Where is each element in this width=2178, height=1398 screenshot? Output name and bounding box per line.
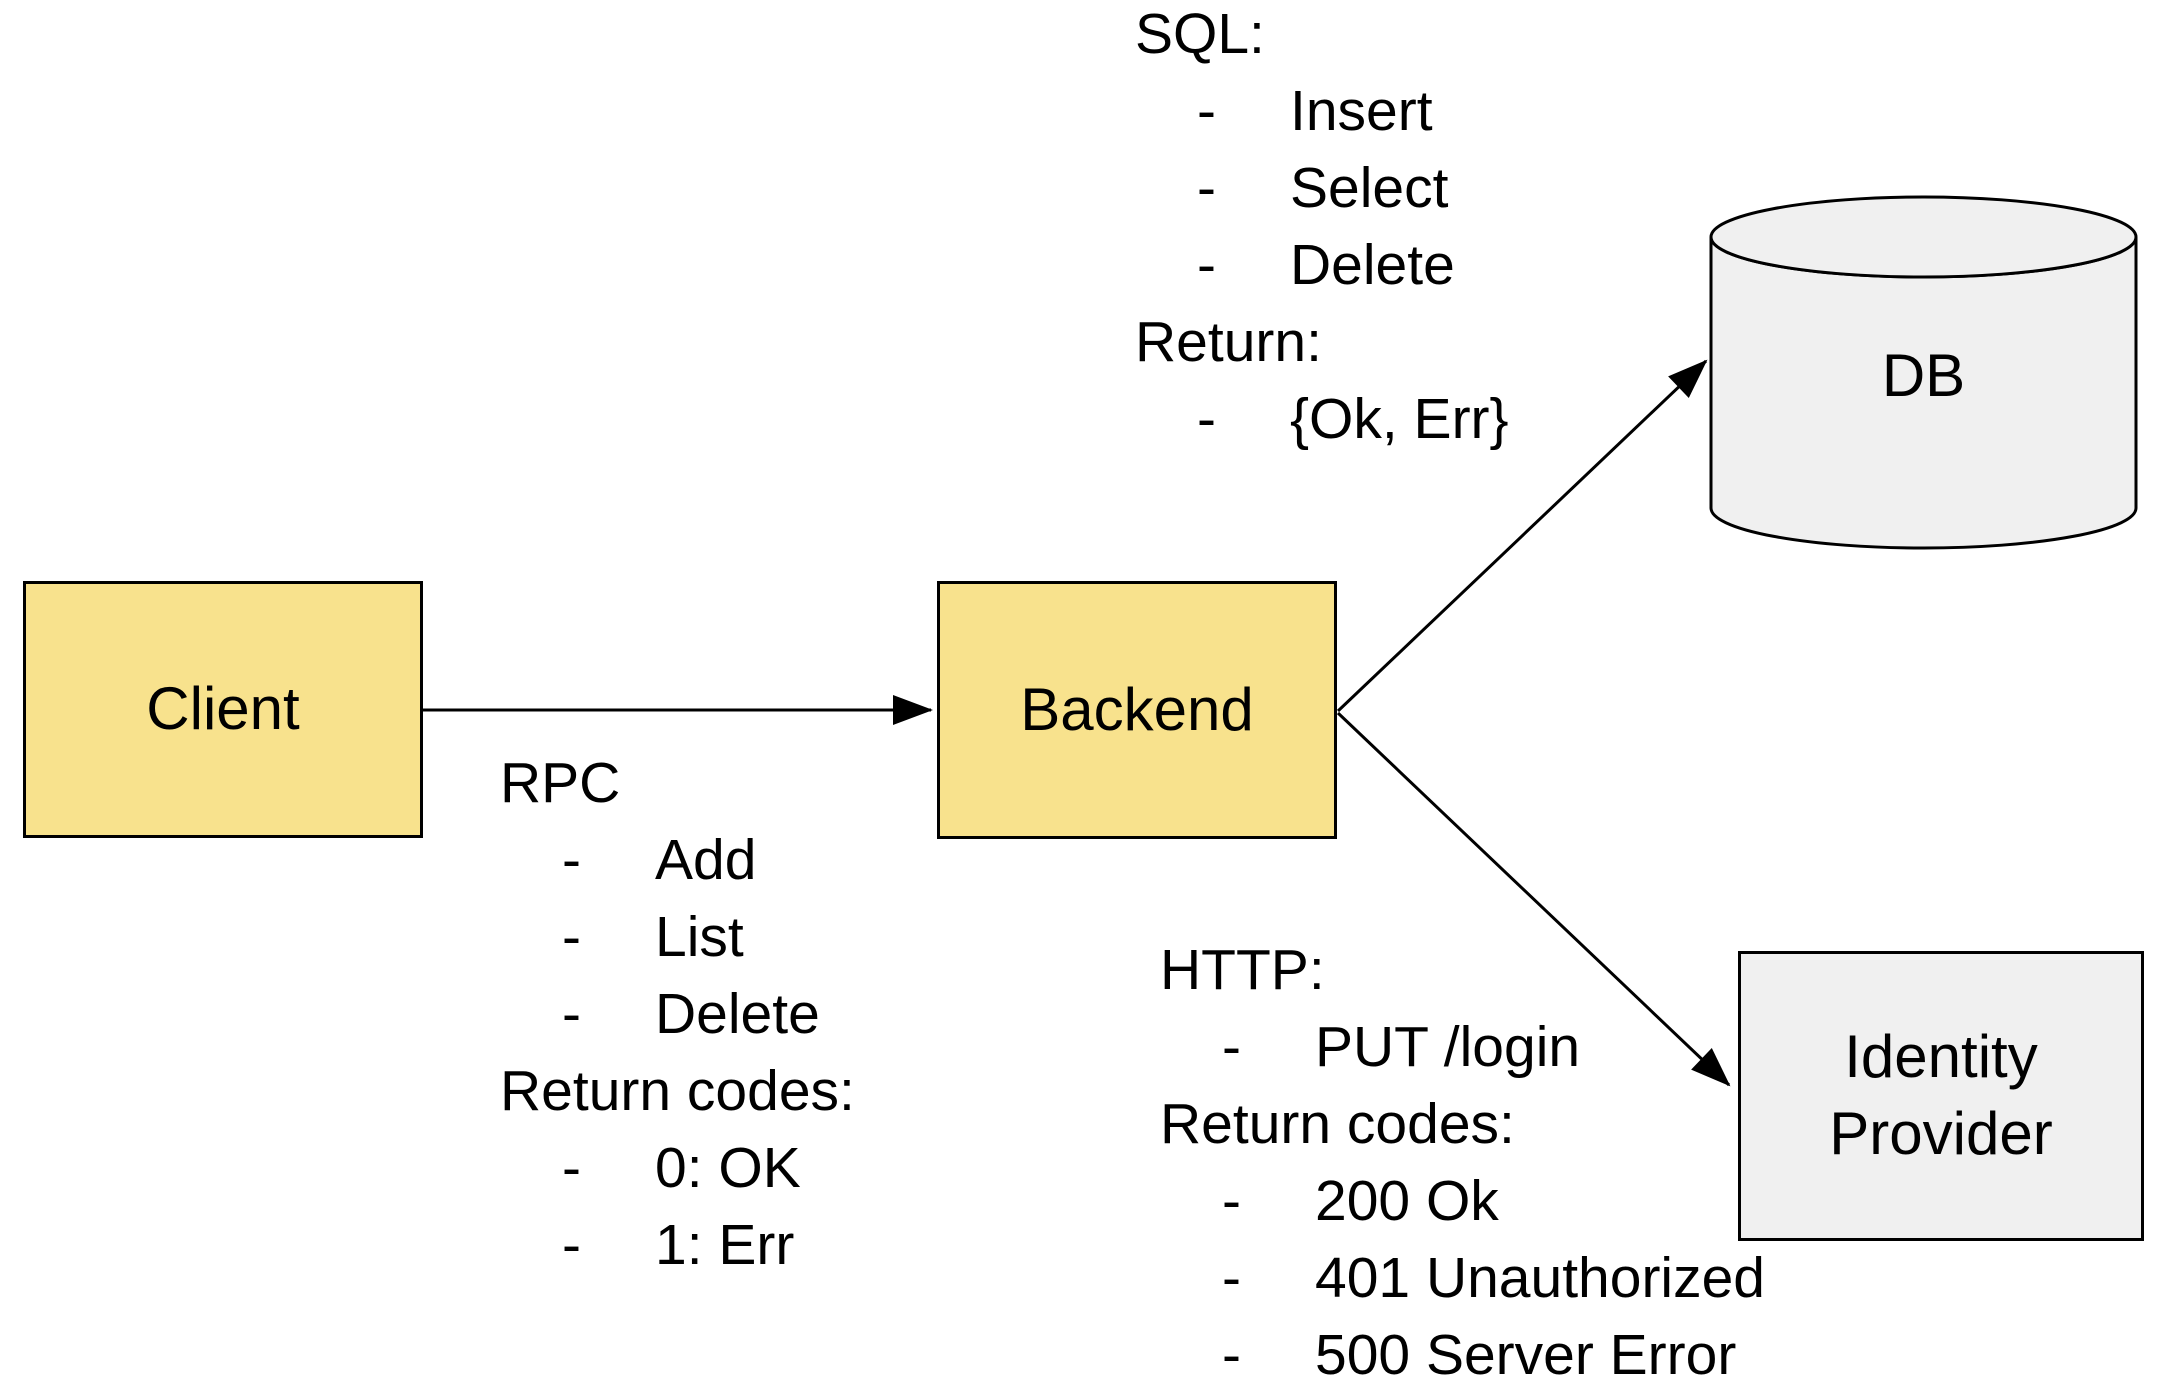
annotation-line: HTTP: (1160, 932, 1765, 1009)
annotation-line: SQL: (1135, 0, 1509, 73)
bullet-dash: - (1222, 1246, 1241, 1310)
node-db-label-wrap: DB (1711, 330, 2136, 420)
bullet-dash: - (562, 905, 581, 969)
annotation-line: - 500 Server Error (1160, 1317, 1765, 1394)
annotation-text: Delete (1290, 233, 1455, 297)
annotation-text: {Ok, Err} (1290, 387, 1509, 451)
bullet-dash: - (562, 1213, 581, 1277)
edge-annotation-rpc: RPC - Add - List - Delete Return codes: - 0:… (500, 745, 855, 1284)
bullet-dash: - (1197, 79, 1216, 143)
annotation-text: 500 Server Error (1315, 1323, 1737, 1387)
annotation-line: - 1: Err (500, 1207, 855, 1284)
edge-backend-db (1336, 359, 1708, 713)
annotation-text: List (655, 905, 744, 969)
bullet-dash: - (1222, 1323, 1241, 1387)
annotation-text: 0: OK (655, 1136, 801, 1200)
annotation-text: 1: Err (655, 1213, 795, 1277)
annotation-text: 401 Unauthorized (1315, 1246, 1765, 1310)
annotation-line: - 401 Unauthorized (1160, 1240, 1765, 1317)
annotation-line: - Delete (1135, 227, 1509, 304)
node-backend-label: Backend (1020, 675, 1254, 743)
bullet-dash: - (562, 982, 581, 1046)
bullet-dash: - (1222, 1015, 1241, 1079)
annotation-text: Add (655, 828, 757, 892)
annotation-text: HTTP: (1160, 938, 1325, 1002)
edge-annotation-sql: SQL: - Insert - Select - Delete Return: - {O… (1135, 0, 1509, 458)
node-client-label: Client (146, 675, 300, 743)
annotation-text: Insert (1290, 79, 1433, 143)
annotation-text: Return: (1135, 310, 1322, 374)
node-identity-provider: Identity Provider (1738, 951, 2144, 1241)
annotation-text: 200 Ok (1315, 1169, 1499, 1233)
annotation-line: - PUT /login (1160, 1009, 1765, 1086)
bullet-dash: - (1222, 1169, 1241, 1233)
annotation-text: Select (1290, 156, 1449, 220)
annotation-line: Return codes: (500, 1053, 855, 1130)
node-db-cylinder (1709, 195, 2138, 550)
annotation-line: - 0: OK (500, 1130, 855, 1207)
annotation-text: PUT /login (1315, 1015, 1581, 1079)
annotation-text: Return codes: (500, 1059, 855, 1123)
annotation-line: Return: (1135, 304, 1509, 381)
annotation-line: - Select (1135, 150, 1509, 227)
annotation-line: - Insert (1135, 73, 1509, 150)
annotation-line: - {Ok, Err} (1135, 381, 1509, 458)
annotation-text: SQL: (1135, 2, 1265, 66)
node-client: Client (23, 581, 423, 838)
bullet-dash: - (1197, 233, 1216, 297)
bullet-dash: - (562, 1136, 581, 1200)
annotation-line: - Delete (500, 976, 855, 1053)
annotation-line: RPC (500, 745, 855, 822)
node-backend: Backend (937, 581, 1337, 839)
node-identity-provider-label: Identity Provider (1829, 1023, 2053, 1167)
node-db-label: DB (1881, 341, 1966, 409)
annotation-text: RPC (500, 751, 621, 815)
bullet-dash: - (1197, 156, 1216, 220)
bullet-dash: - (562, 828, 581, 892)
annotation-line: - List (500, 899, 855, 976)
db-cylinder-top (1709, 195, 2138, 279)
edge-annotation-http: HTTP: -PUT /login Return codes: -200 Ok … (1160, 932, 1765, 1394)
annotation-text: Delete (655, 982, 820, 1046)
annotation-line: - 200 Ok (1160, 1163, 1765, 1240)
annotation-text: Return codes: (1160, 1092, 1515, 1156)
annotation-line: - Add (500, 822, 855, 899)
bullet-dash: - (1197, 387, 1216, 451)
annotation-line: Return codes: (1160, 1086, 1765, 1163)
edge-backend-identity-provider (1336, 711, 1731, 1087)
